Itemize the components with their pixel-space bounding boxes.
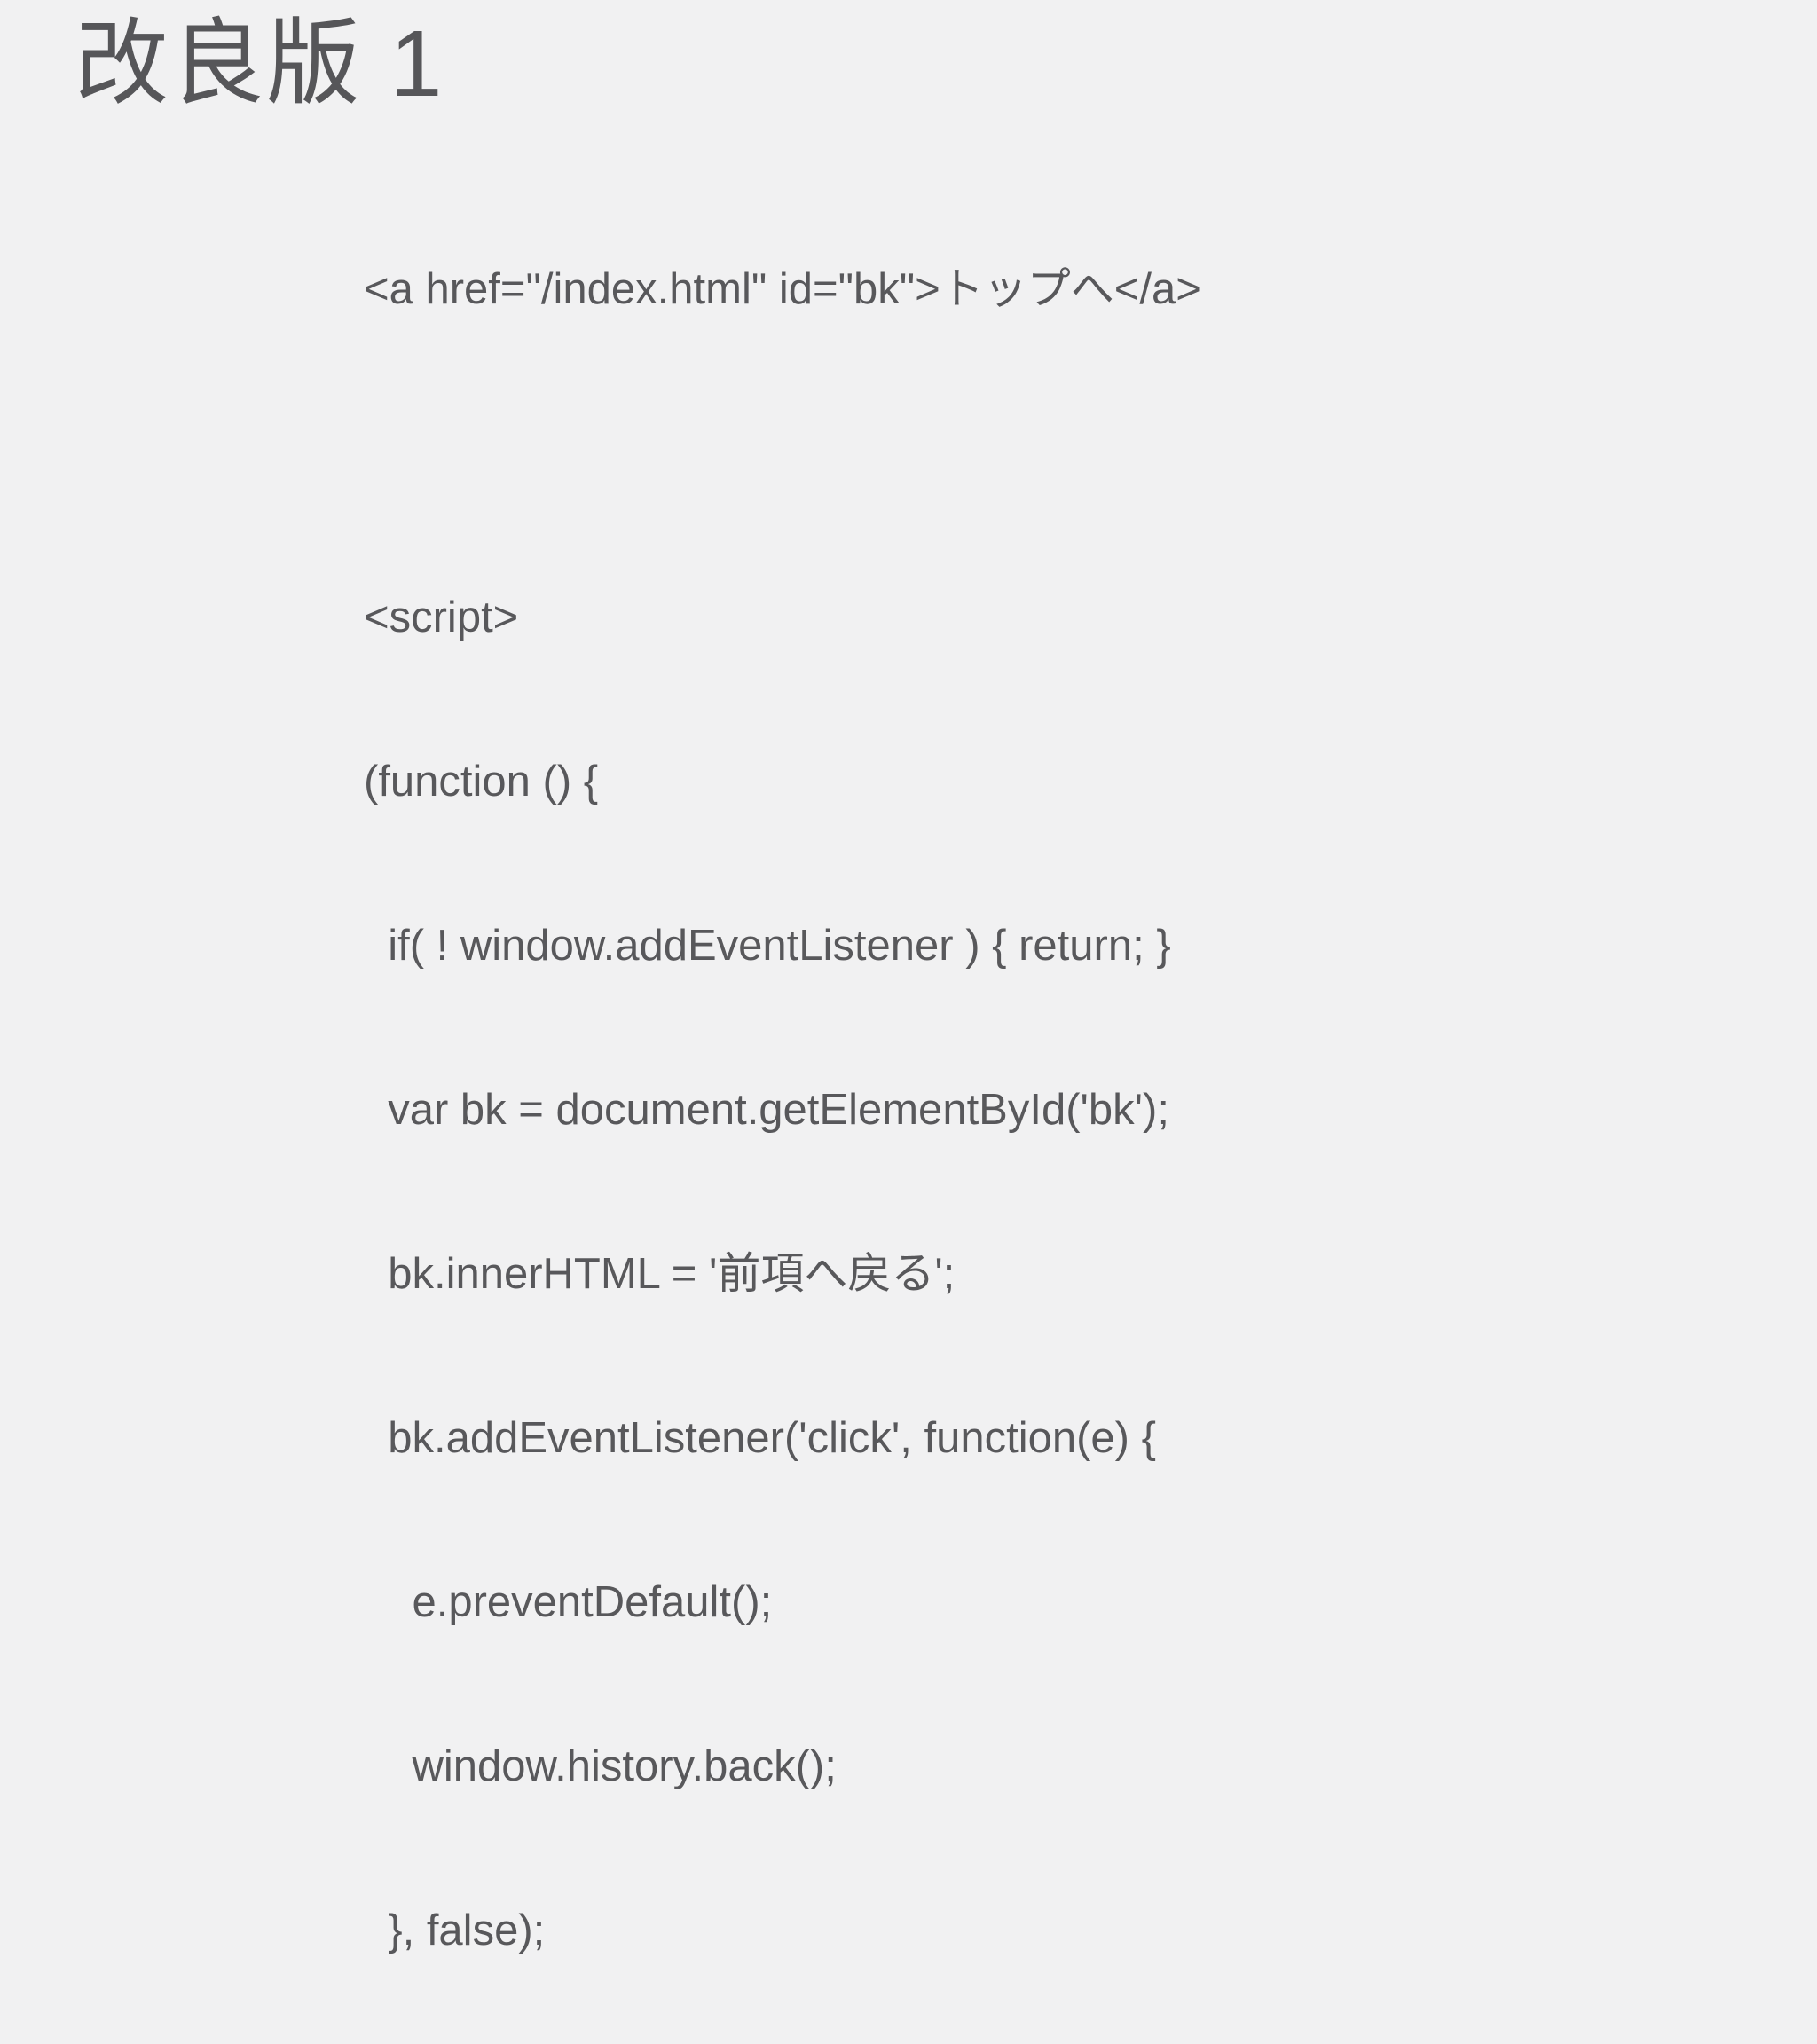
slide: 改良版 1 <a href="/index.html" id="bk">トップへ…: [75, 12, 1201, 1954]
code-line: var bk = document.getElementById('bk');: [364, 1086, 1169, 1134]
code-line: <script>: [364, 594, 519, 641]
code-block: <a href="/index.html" id="bk">トップへ</a> <…: [364, 158, 1201, 2044]
code-line: bk.innerHTML = '前項へ戻る';: [364, 1250, 956, 1298]
code-line: if( ! window.addEventListener ) { return…: [364, 922, 1171, 970]
code-line: (function () {: [364, 758, 599, 806]
code-line: <a href="/index.html" id="bk">トップへ</a>: [364, 265, 1201, 313]
code-line: }, false);: [364, 1906, 546, 1954]
code-line: window.history.back();: [364, 1742, 837, 1790]
slide-title: 改良版 1: [75, 12, 444, 116]
code-line: e.preventDefault();: [364, 1578, 773, 1626]
code-line: [364, 421, 1201, 486]
code-line: bk.addEventListener('click', function(e)…: [364, 1414, 1156, 1462]
